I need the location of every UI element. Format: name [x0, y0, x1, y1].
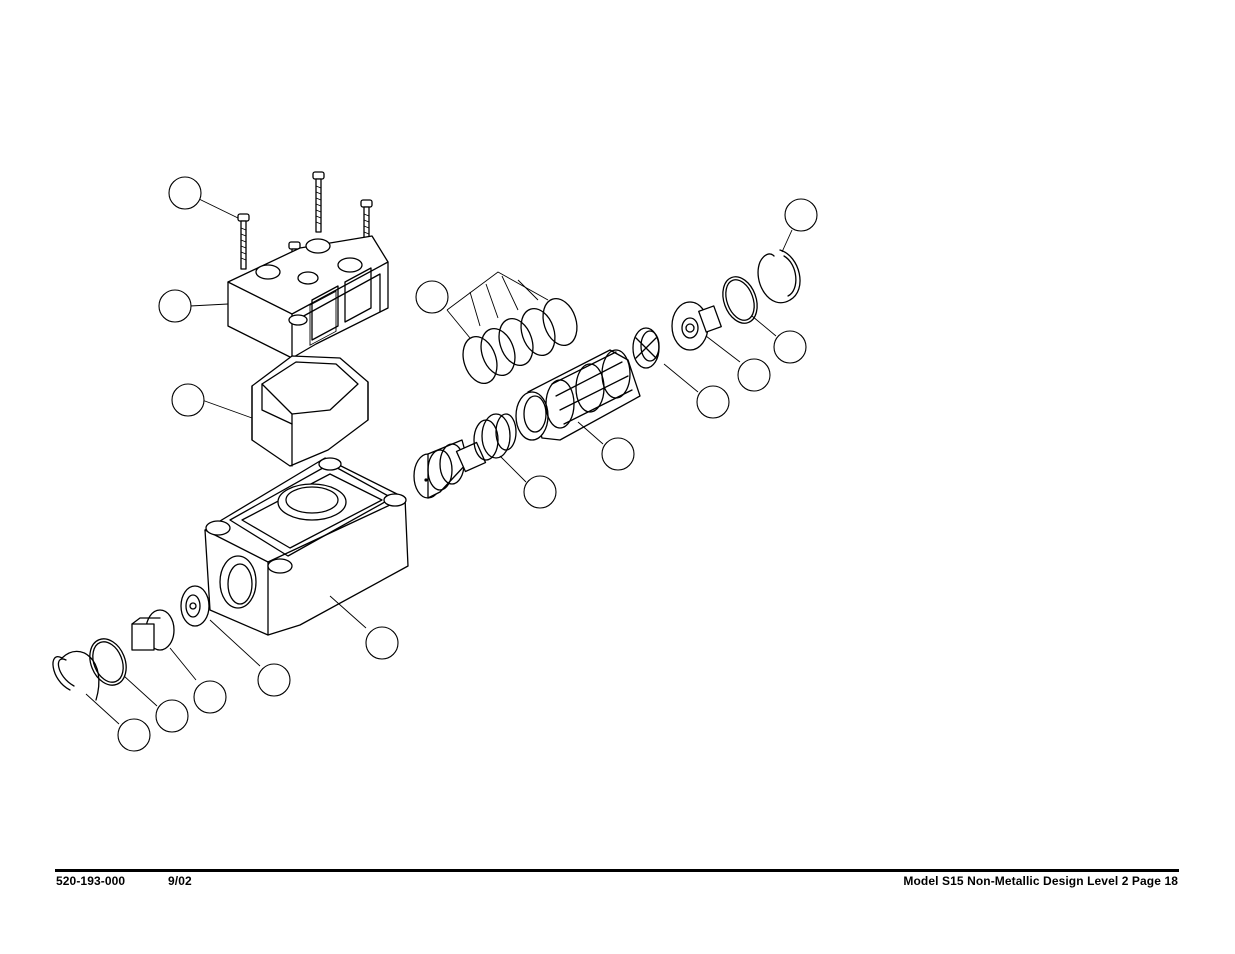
right-piston-plug [671, 301, 722, 351]
left-o-ring [89, 638, 127, 686]
page-caption: Model S15 Non-Metallic Design Level 2 Pa… [903, 874, 1178, 888]
sleeve-o-rings [462, 297, 578, 385]
left-piston-plug [131, 609, 175, 651]
right-end-cap [632, 327, 660, 369]
left-end-cap [180, 585, 210, 627]
right-o-ring [722, 276, 758, 324]
footer-rule [55, 869, 1179, 872]
valve-body [204, 457, 409, 636]
document-date: 9/02 [168, 874, 192, 888]
screw [312, 171, 325, 233]
gasket-block [251, 355, 369, 467]
sleeve [515, 349, 641, 441]
leader-lines [85, 198, 793, 725]
screw [237, 213, 250, 270]
callout-bubbles [117, 176, 818, 752]
left-retaining-ring [52, 650, 100, 701]
cover [227, 235, 389, 359]
spool [413, 413, 517, 499]
right-retaining-ring [757, 249, 801, 304]
document-number: 520-193-000 [56, 874, 126, 888]
